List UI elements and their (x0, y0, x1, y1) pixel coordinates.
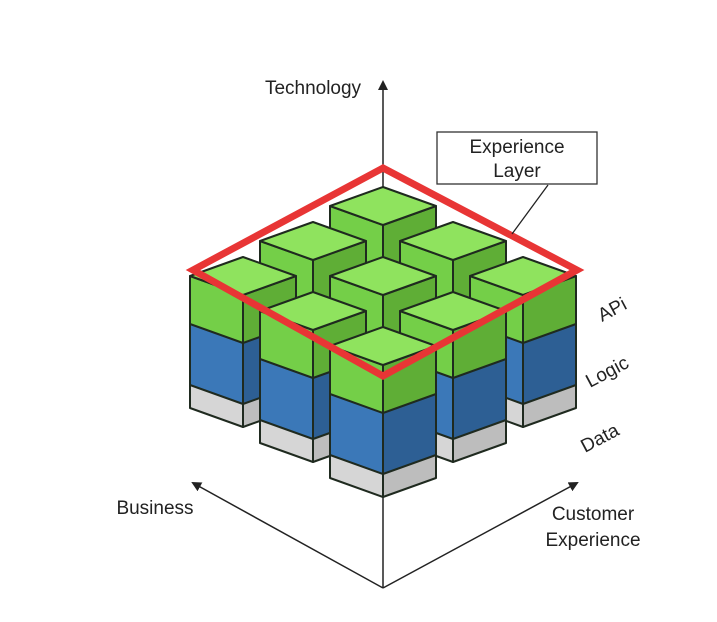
business-axis (191, 482, 384, 589)
experience-layer-callout: Experience Layer (436, 131, 598, 235)
cube-grid (189, 186, 577, 498)
callout-label-line2: Layer (493, 161, 541, 182)
customer-experience-axis (382, 482, 579, 589)
callout-leader-line (511, 184, 549, 235)
layer-label-logic: Logic (582, 353, 632, 393)
layer-label-api: APi (594, 294, 630, 326)
layer-label-data: Data (577, 420, 623, 458)
customer-experience-label-line1: Customer (552, 504, 635, 525)
api-cube (259, 221, 367, 309)
api-cube-top-face (329, 326, 437, 366)
customer-experience-label-line2: Experience (545, 530, 640, 551)
technology-axis-label: Technology (265, 78, 362, 99)
callout-label-line1: Experience (469, 137, 564, 158)
api-cube-top-face (399, 221, 507, 261)
callout-box (436, 131, 598, 185)
api-cube-top-face (329, 256, 437, 296)
api-cube-top-face (259, 221, 367, 261)
api-cube (329, 326, 437, 414)
experience-layer-highlight (185, 164, 585, 380)
api-cube-top-face (329, 186, 437, 226)
business-axis-label: Business (116, 498, 193, 519)
